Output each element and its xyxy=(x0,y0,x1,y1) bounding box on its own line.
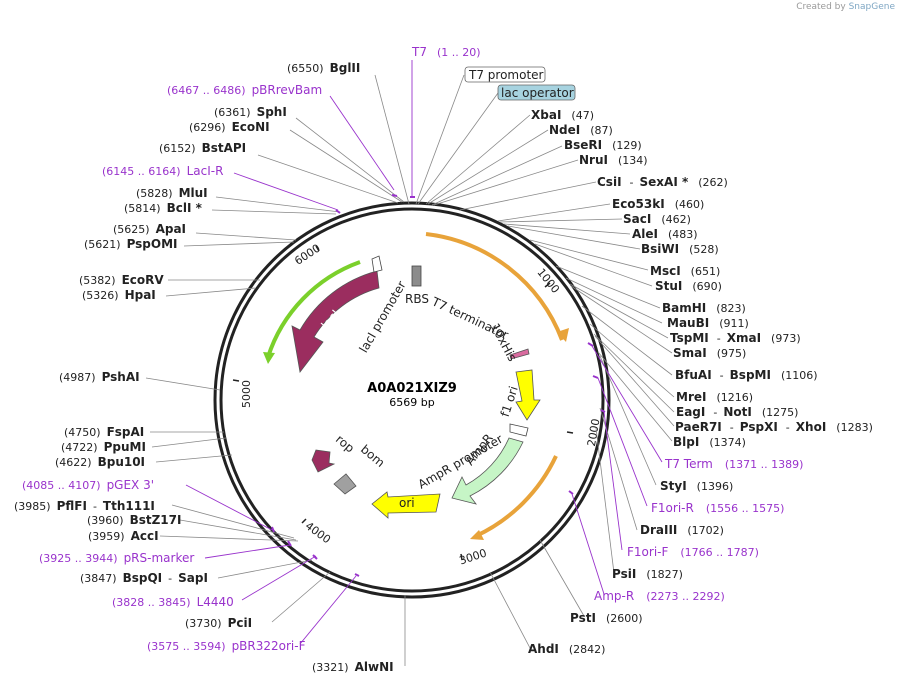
scale-ticks xyxy=(232,245,574,561)
site-blpi[interactable]: BlpI(1374) xyxy=(673,435,746,449)
credit-brand: SnapGene xyxy=(848,2,895,12)
backbone-inner xyxy=(219,207,605,593)
site-paer7i[interactable]: PaeR7I-PspXI-XhoI(1283) xyxy=(675,420,873,434)
site-eco53ki[interactable]: Eco53kI(460) xyxy=(612,197,704,211)
site-ppumi[interactable]: (4722)PpuMI xyxy=(61,440,146,454)
site-bcli[interactable]: (5814)BclI * xyxy=(124,201,203,215)
primer-pbr322ori-f[interactable]: (3575 .. 3594)pBR322ori-F xyxy=(147,639,306,653)
scale-4000: 4000 xyxy=(303,519,333,546)
site-sphi[interactable]: (6361)SphI xyxy=(214,105,287,119)
ring-features xyxy=(263,232,569,540)
snapgene-credit: Created by SnapGene xyxy=(796,2,895,12)
site-bstapi[interactable]: (6152)BstAPI xyxy=(159,141,246,155)
site-msci[interactable]: MscI(651) xyxy=(650,264,720,278)
right-site-labels: XbaI(47) NdeI(87) BseRI(129) NruI(134) C… xyxy=(528,108,873,656)
feature-label-ori: ori xyxy=(399,496,415,510)
site-bseri[interactable]: BseRI(129) xyxy=(564,138,642,152)
site-ecorv[interactable]: (5382)EcoRV xyxy=(79,273,164,287)
left-site-labels: (6550)BglII (6361)SphI (6296)EcoNI (6152… xyxy=(14,61,394,674)
scale-6000: 6000 xyxy=(292,242,323,268)
boxed-label-lac-operator-text: lac operator xyxy=(501,86,574,100)
site-saci[interactable]: SacI(462) xyxy=(623,212,691,226)
feature-10xhis[interactable]: 10xHis xyxy=(488,321,530,364)
site-xbai[interactable]: XbaI(47) xyxy=(531,108,594,122)
boxed-label-t7-promoter-text: T7 promoter xyxy=(468,68,544,82)
plasmid-name: A0A021XIZ9 xyxy=(367,381,457,396)
primer-pbrrevbam[interactable]: (6467 .. 6486)pBRrevBam xyxy=(167,83,322,97)
site-mlui[interactable]: (5828)MluI xyxy=(136,186,208,200)
primer-t7[interactable]: T7(1 .. 20) xyxy=(411,45,481,59)
site-bstz17i[interactable]: (3960)BstZ17I xyxy=(87,513,181,527)
primer-prs-marker[interactable]: (3925 .. 3944)pRS-marker xyxy=(39,551,194,565)
boxed-label-t7-promoter[interactable]: T7 promoter xyxy=(464,66,546,83)
site-eagi[interactable]: EagI-NotI(1275) xyxy=(676,405,798,419)
site-apai[interactable]: (5625)ApaI xyxy=(113,222,186,236)
site-pcii[interactable]: (3730)PciI xyxy=(185,616,252,630)
feature-label-rbs: RBS xyxy=(405,292,429,306)
site-psti[interactable]: PstI(2600) xyxy=(570,611,643,625)
primer-labels: T7(1 .. 20) (6467 .. 6486)pBRrevBam (614… xyxy=(22,45,803,653)
site-acci[interactable]: (3959)AccI xyxy=(88,529,159,543)
feature-label-10xhis: 10xHis xyxy=(488,321,520,364)
primer-laci-r[interactable]: (6145 .. 6164)LacI-R xyxy=(102,164,223,178)
site-stui[interactable]: StuI(690) xyxy=(655,279,722,293)
ring-arc-upper-left xyxy=(266,260,361,358)
primer-pgex3[interactable]: (4085 .. 4107)pGEX 3' xyxy=(22,478,154,492)
primer-t7-term[interactable]: T7 Term(1371 .. 1389) xyxy=(664,457,803,471)
primer-f1ori-f[interactable]: F1ori-F(1766 .. 1787) xyxy=(627,545,759,559)
site-tspmi[interactable]: TspMI-XmaI(973) xyxy=(670,331,801,345)
site-pflfi[interactable]: (3985)PflFI-Tth111I xyxy=(14,499,155,513)
site-pspomi[interactable]: (5621)PspOMI xyxy=(84,237,178,251)
credit-prefix: Created by xyxy=(796,2,846,12)
site-psii[interactable]: PsiI(1827) xyxy=(612,567,683,581)
site-bfuai[interactable]: BfuAI-BspMI(1106) xyxy=(675,368,818,382)
site-bspqi[interactable]: (3847)BspQI-SapI xyxy=(80,571,208,585)
site-bpu10i[interactable]: (4622)Bpu10I xyxy=(55,455,145,469)
feature-ori[interactable]: ori xyxy=(371,491,441,519)
boxed-label-lac-operator[interactable]: lac operator xyxy=(497,84,576,101)
feature-f1-ori[interactable]: f1 ori xyxy=(498,369,541,421)
feature-rbs[interactable]: RBS xyxy=(405,265,429,306)
site-alei[interactable]: AleI(483) xyxy=(632,227,698,241)
feature-laci-promoter[interactable]: lacI promoter xyxy=(356,255,409,355)
site-draiii[interactable]: DraIII(1702) xyxy=(640,523,724,537)
site-bglii[interactable]: (6550)BglII xyxy=(287,61,360,75)
connector-lines xyxy=(145,74,675,666)
site-alwni[interactable]: (3321)AlwNI xyxy=(312,660,394,674)
feature-rop[interactable]: rop xyxy=(311,432,357,473)
primer-connector-lines xyxy=(185,60,663,645)
primer-amp-r[interactable]: Amp-R(2273 .. 2292) xyxy=(594,589,725,603)
scale-1000: 1000 xyxy=(534,266,562,296)
site-hpai[interactable]: (5326)HpaI xyxy=(82,288,156,302)
site-fspai[interactable]: (4750)FspAI xyxy=(64,425,144,439)
ring-arc-lower-right xyxy=(475,455,558,538)
primer-f1ori-r[interactable]: F1ori-R(1556 .. 1575) xyxy=(651,501,784,515)
primer-ticks xyxy=(271,194,606,577)
primer-l4440[interactable]: (3828 .. 3845)L4440 xyxy=(112,595,234,609)
scale-3000: 3000 xyxy=(458,546,489,567)
site-pshai[interactable]: (4987)PshAI xyxy=(59,370,140,384)
site-bsiwi[interactable]: BsiWI(528) xyxy=(641,242,719,256)
site-econi[interactable]: (6296)EcoNI xyxy=(189,120,270,134)
site-smai[interactable]: SmaI(975) xyxy=(673,346,746,360)
backbone-outer xyxy=(213,201,611,599)
scale-2000: 2000 xyxy=(585,418,603,448)
site-nrui[interactable]: NruI(134) xyxy=(579,153,648,167)
scale-5000: 5000 xyxy=(240,380,253,408)
site-styi[interactable]: StyI(1396) xyxy=(660,479,733,493)
plasmid-size: 6569 bp xyxy=(389,396,434,409)
ring-arc-upper-right xyxy=(425,232,564,341)
feature-laci[interactable]: lacI xyxy=(291,270,380,373)
site-mrei[interactable]: MreI(1216) xyxy=(676,390,753,404)
site-ahdi[interactable]: AhdI(2842) xyxy=(528,642,605,656)
site-bamhi[interactable]: BamHI(823) xyxy=(662,301,746,315)
site-maubi[interactable]: MauBI(911) xyxy=(667,316,749,330)
site-ndei[interactable]: NdeI(87) xyxy=(549,123,613,137)
feature-label-rop: rop xyxy=(333,432,357,455)
site-csii[interactable]: CsiI-SexAI *(262) xyxy=(597,175,728,189)
feature-label-bom: bom xyxy=(358,442,387,470)
